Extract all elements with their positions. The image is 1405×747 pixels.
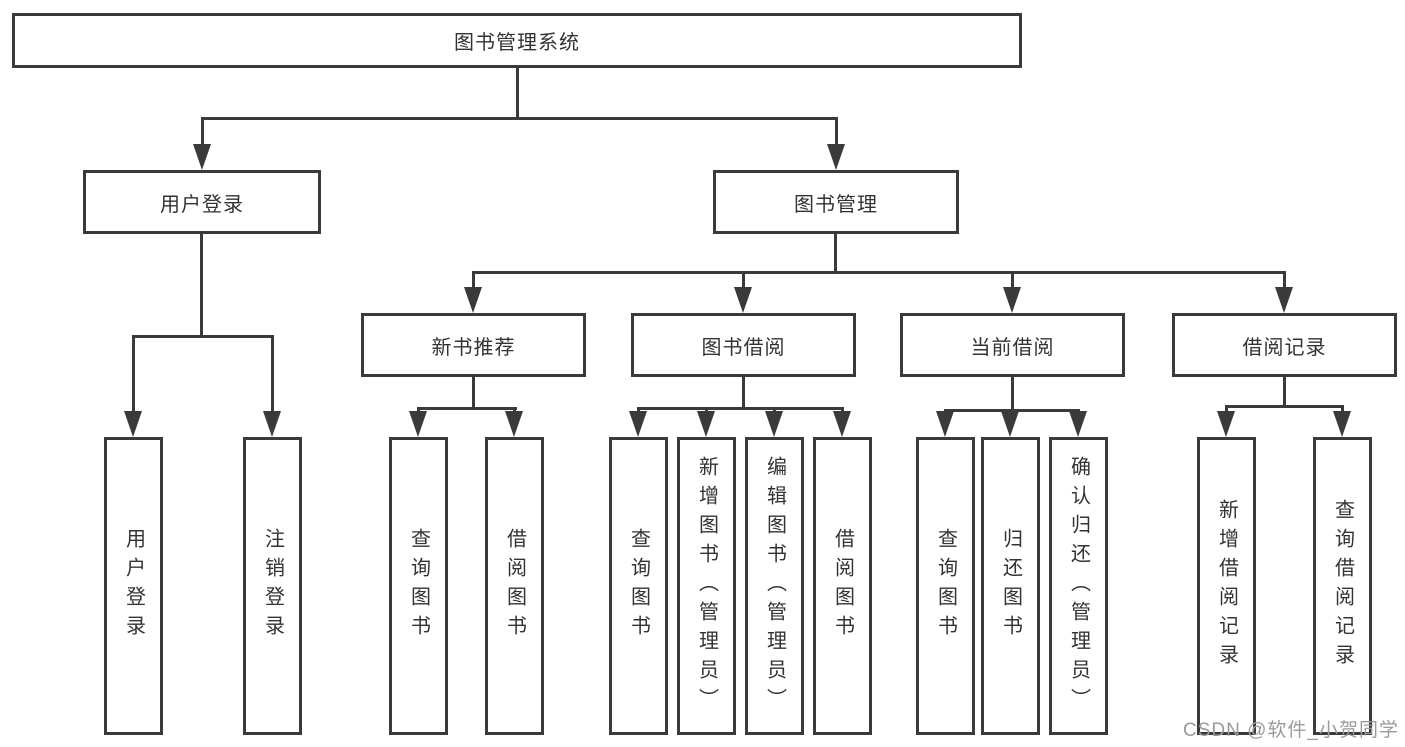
connector-userlogin-hline (132, 335, 273, 338)
connector-current-hline (944, 409, 1080, 412)
node-book-borrowing-label: 图书借阅 (701, 336, 786, 359)
leaf-records-add-record: 新增借阅记录 (1197, 437, 1256, 735)
leaf-logout-label: 注销登录 (261, 528, 284, 644)
node-borrowing-records: 借阅记录 (1172, 313, 1397, 377)
node-new-book-recommend: 新书推荐 (361, 313, 586, 377)
connector-current-vline (1011, 377, 1014, 409)
connector-bookmgmt-hline (472, 271, 1286, 274)
connector-userlogin-drop1 (132, 335, 135, 413)
arrow-down-icon (263, 411, 281, 437)
arrow-down-icon (936, 411, 954, 437)
arrow-down-icon (1217, 411, 1235, 437)
arrow-down-icon (1069, 411, 1087, 437)
connector-userlogin-vline (200, 234, 203, 335)
node-book-management-label: 图书管理 (794, 193, 878, 216)
leaf-recommend-borrow-books-label: 借阅图书 (503, 528, 526, 644)
arrow-down-icon (505, 411, 523, 437)
connector-borrowing-hline (637, 407, 844, 410)
arrow-down-icon (734, 287, 752, 313)
connector-borrowing-drop1 (637, 407, 640, 414)
node-user-login-label: 用户登录 (160, 193, 244, 216)
leaf-borrowing-borrow-books-label: 借阅图书 (831, 528, 854, 644)
connector-recommend-drop1 (417, 407, 420, 414)
arrow-down-icon (193, 144, 211, 170)
arrow-down-icon (409, 411, 427, 437)
leaf-user-login: 用户登录 (104, 437, 163, 735)
connector-recommend-vline (472, 377, 475, 407)
connector-recommend-hline (417, 407, 517, 410)
watermark-text: CSDN @软件_小贺同学 (1183, 720, 1399, 741)
arrow-down-icon (697, 411, 715, 437)
leaf-recommend-query-books: 查询图书 (389, 437, 448, 735)
leaf-records-query-record-label: 查询借阅记录 (1331, 499, 1354, 673)
leaf-borrowing-add-books-admin: 新增图书（管理员） (677, 437, 736, 735)
leaf-borrowing-edit-books-admin-label: 编辑图书（管理员） (763, 455, 786, 717)
leaf-borrowing-borrow-books: 借阅图书 (813, 437, 872, 735)
connector-userlogin-drop2 (271, 335, 274, 413)
connector-bookmgmt-drop2 (742, 271, 745, 289)
arrow-down-icon (1003, 287, 1021, 313)
connector-recommend-drop2 (513, 407, 516, 414)
node-current-borrowing: 当前借阅 (900, 313, 1125, 377)
connector-records-drop2 (1341, 405, 1344, 414)
connector-records-hline (1225, 405, 1344, 408)
connector-root-hline (201, 117, 838, 120)
leaf-current-query-books: 查询图书 (916, 437, 975, 735)
leaf-borrowing-query-books-label: 查询图书 (627, 528, 650, 644)
leaf-borrowing-query-books: 查询图书 (609, 437, 668, 735)
connector-records-vline (1283, 377, 1286, 405)
node-book-management: 图书管理 (713, 170, 959, 234)
connector-records-drop1 (1225, 405, 1228, 414)
arrow-down-icon (124, 411, 142, 437)
arrow-down-icon (1001, 411, 1019, 437)
leaf-current-confirm-return-admin-label: 确认归还（管理员） (1067, 455, 1090, 717)
arrow-down-icon (464, 287, 482, 313)
node-root-label: 图书管理系统 (454, 32, 580, 54)
leaf-current-return-books-label: 归还图书 (999, 528, 1022, 644)
node-new-book-recommend-label: 新书推荐 (431, 336, 516, 359)
connector-bookmgmt-drop3 (1011, 271, 1014, 289)
connector-root-drop-left (201, 117, 204, 146)
arrow-down-icon (827, 144, 845, 170)
node-current-borrowing-label: 当前借阅 (970, 336, 1055, 359)
leaf-records-query-record: 查询借阅记录 (1313, 437, 1372, 735)
leaf-borrowing-edit-books-admin: 编辑图书（管理员） (745, 437, 804, 735)
leaf-recommend-query-books-label: 查询图书 (407, 528, 430, 644)
node-user-login: 用户登录 (83, 170, 321, 234)
leaf-logout: 注销登录 (243, 437, 302, 735)
leaf-records-add-record-label: 新增借阅记录 (1215, 499, 1238, 673)
arrow-down-icon (1275, 287, 1293, 313)
connector-root-drop-right (835, 117, 838, 146)
connector-borrowing-drop2 (705, 407, 708, 414)
arrow-down-icon (833, 411, 851, 437)
connector-bookmgmt-vline (834, 234, 837, 271)
leaf-user-login-label: 用户登录 (122, 528, 145, 644)
leaf-current-return-books: 归还图书 (981, 437, 1040, 735)
arrow-down-icon (765, 411, 783, 437)
leaf-borrowing-add-books-admin-label: 新增图书（管理员） (695, 455, 718, 717)
connector-bookmgmt-drop1 (472, 271, 475, 289)
leaf-recommend-borrow-books: 借阅图书 (485, 437, 544, 735)
node-borrowing-records-label: 借阅记录 (1242, 336, 1327, 359)
connector-root-vline (516, 68, 519, 117)
connector-borrowing-drop3 (773, 407, 776, 414)
node-book-borrowing: 图书借阅 (631, 313, 856, 377)
connector-borrowing-vline (742, 377, 745, 407)
arrow-down-icon (629, 411, 647, 437)
connector-borrowing-drop4 (841, 407, 844, 414)
node-root: 图书管理系统 (12, 13, 1022, 68)
leaf-current-confirm-return-admin: 确认归还（管理员） (1049, 437, 1108, 735)
leaf-current-query-books-label: 查询图书 (934, 528, 957, 644)
connector-bookmgmt-drop4 (1283, 271, 1286, 289)
arrow-down-icon (1333, 411, 1351, 437)
